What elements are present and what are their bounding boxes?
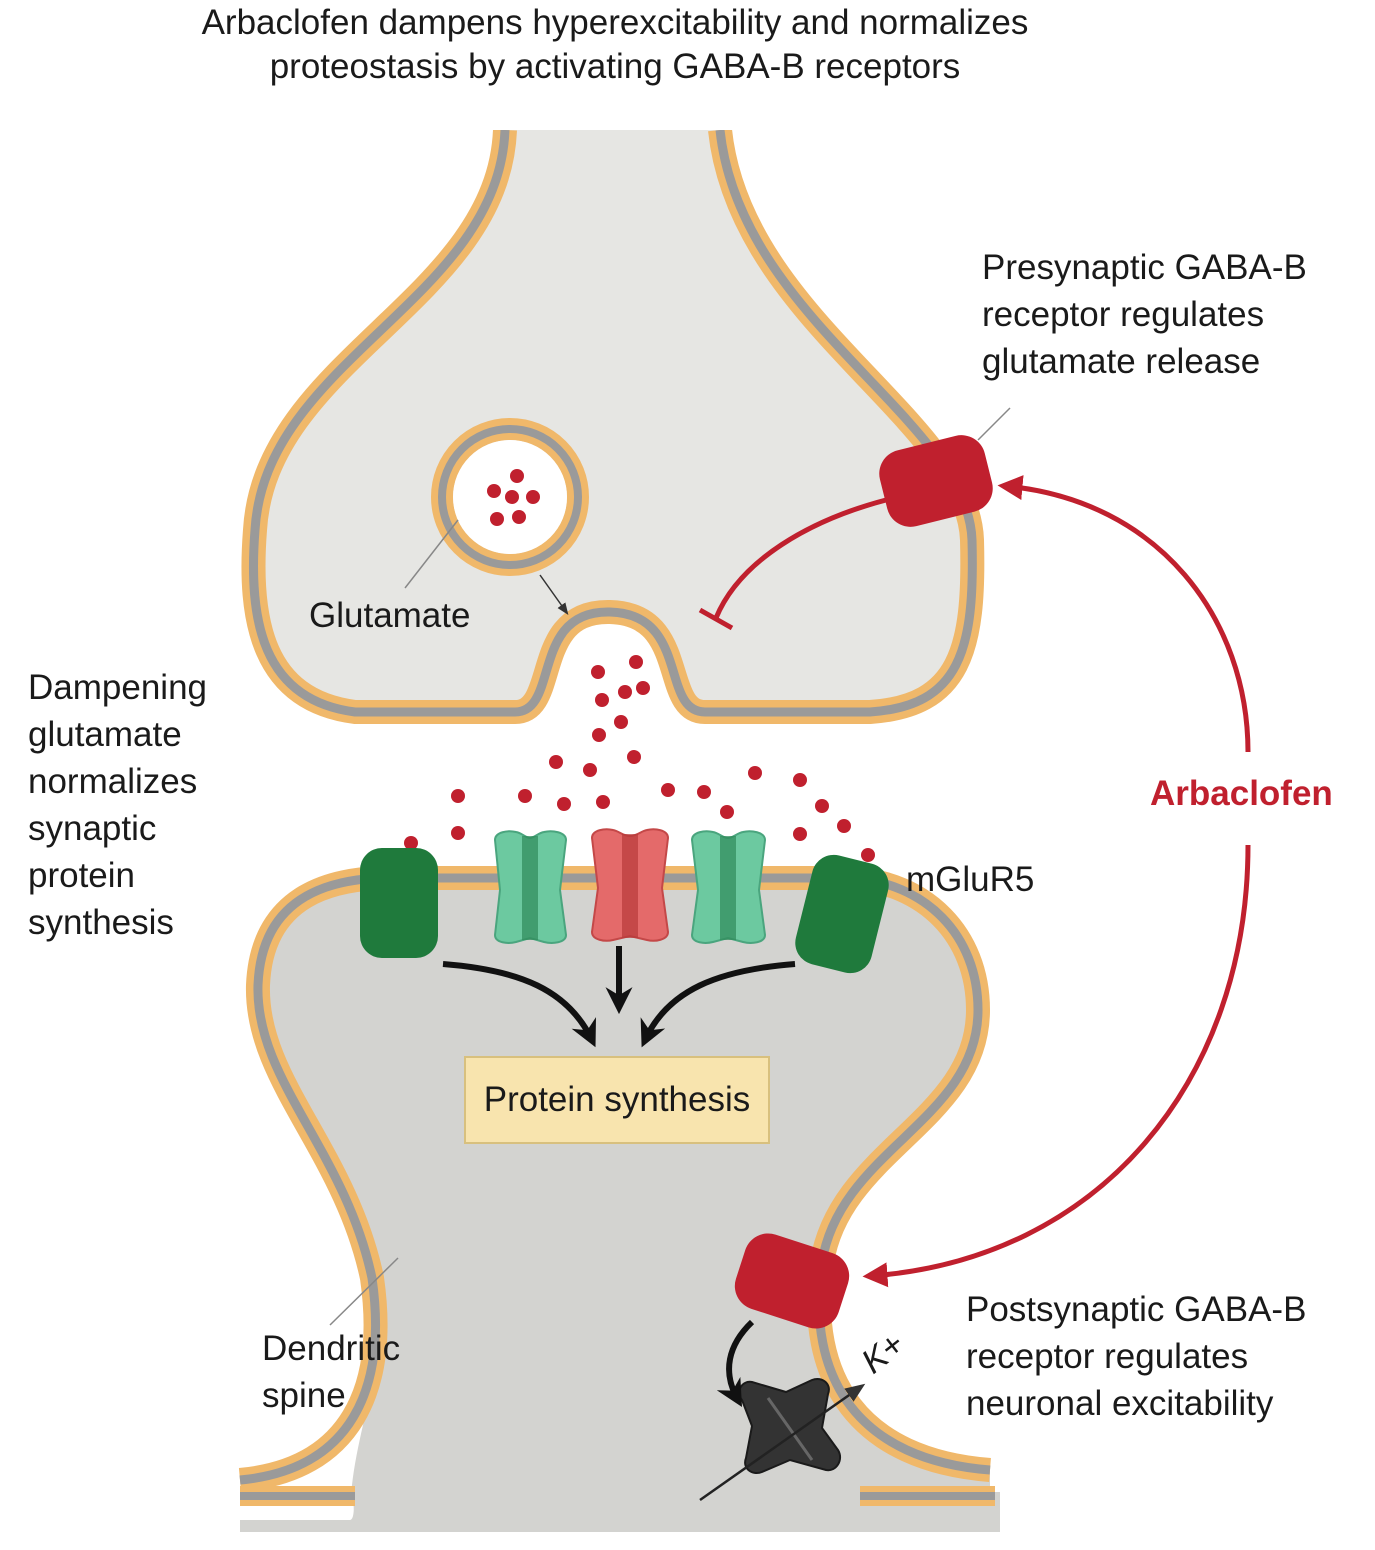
gaba-to-channel-arrow xyxy=(716,1319,755,1408)
dampening-label-line1: Dampening xyxy=(28,668,207,707)
spine-pointer-line xyxy=(329,1257,399,1326)
arbaclofen-label: Arbaclofen xyxy=(1150,774,1333,813)
dendritic-spine-label-line2: spine xyxy=(262,1376,346,1415)
mglur5-receptor-right xyxy=(795,854,889,974)
signal-arrow-left xyxy=(442,961,596,1048)
glutamate-label: Glutamate xyxy=(309,596,471,635)
presynaptic-label-line1: Presynaptic GABA-B xyxy=(982,248,1307,287)
protein-synthesis-box: Protein synthesis xyxy=(464,1056,770,1144)
glutamate-vesicle xyxy=(431,418,589,576)
presynaptic-label-line3: glutamate release xyxy=(982,342,1261,381)
dampening-label-line2: glutamate xyxy=(28,715,182,754)
postsynaptic-label-line3: neuronal excitability xyxy=(966,1384,1274,1423)
vesicle-pointer-line xyxy=(404,519,459,589)
dampening-label-line3: normalizes xyxy=(28,762,198,801)
dendritic-spine-label-line1: Dendritic xyxy=(262,1329,401,1368)
dampening-label-line5: protein xyxy=(28,856,136,895)
ion-channel-red-center xyxy=(590,828,670,942)
arbaclofen-arrow-lower xyxy=(862,844,1251,1288)
presynaptic-receptor-pointer xyxy=(977,407,1011,441)
potassium-channel xyxy=(738,1378,842,1474)
presynaptic-gaba-b-receptor xyxy=(879,435,993,527)
dampening-label-line4: synaptic xyxy=(28,809,157,848)
mglur5-label: mGluR5 xyxy=(906,860,1035,899)
presynaptic-label-line2: receptor regulates xyxy=(982,295,1265,334)
postsynaptic-label-line2: receptor regulates xyxy=(966,1337,1249,1376)
protein-synthesis-label: Protein synthesis xyxy=(483,1080,751,1119)
diagram-title-line2: proteostasis by activating GABA-B recept… xyxy=(269,47,961,86)
signal-arrow-right xyxy=(640,961,796,1048)
mglur5-receptor-left xyxy=(360,848,438,958)
released-glutamate xyxy=(404,655,875,862)
ion-channel-green-right xyxy=(690,830,767,944)
diagram-title-line1: Arbaclofen dampens hyperexcitability and… xyxy=(201,3,1029,42)
dampening-label-line6: synthesis xyxy=(28,903,174,942)
inhibition-arrow xyxy=(713,497,887,619)
ion-channel-green-left xyxy=(493,830,568,944)
k-efflux-arrow xyxy=(699,1383,866,1502)
postsynaptic-gaba-b-receptor xyxy=(734,1233,850,1329)
vesicle-fusion-arrow xyxy=(539,574,569,615)
inhibition-bar xyxy=(698,607,734,631)
postsynaptic-label-line1: Postsynaptic GABA-B xyxy=(966,1290,1307,1329)
arbaclofen-arrow-upper xyxy=(997,475,1251,753)
